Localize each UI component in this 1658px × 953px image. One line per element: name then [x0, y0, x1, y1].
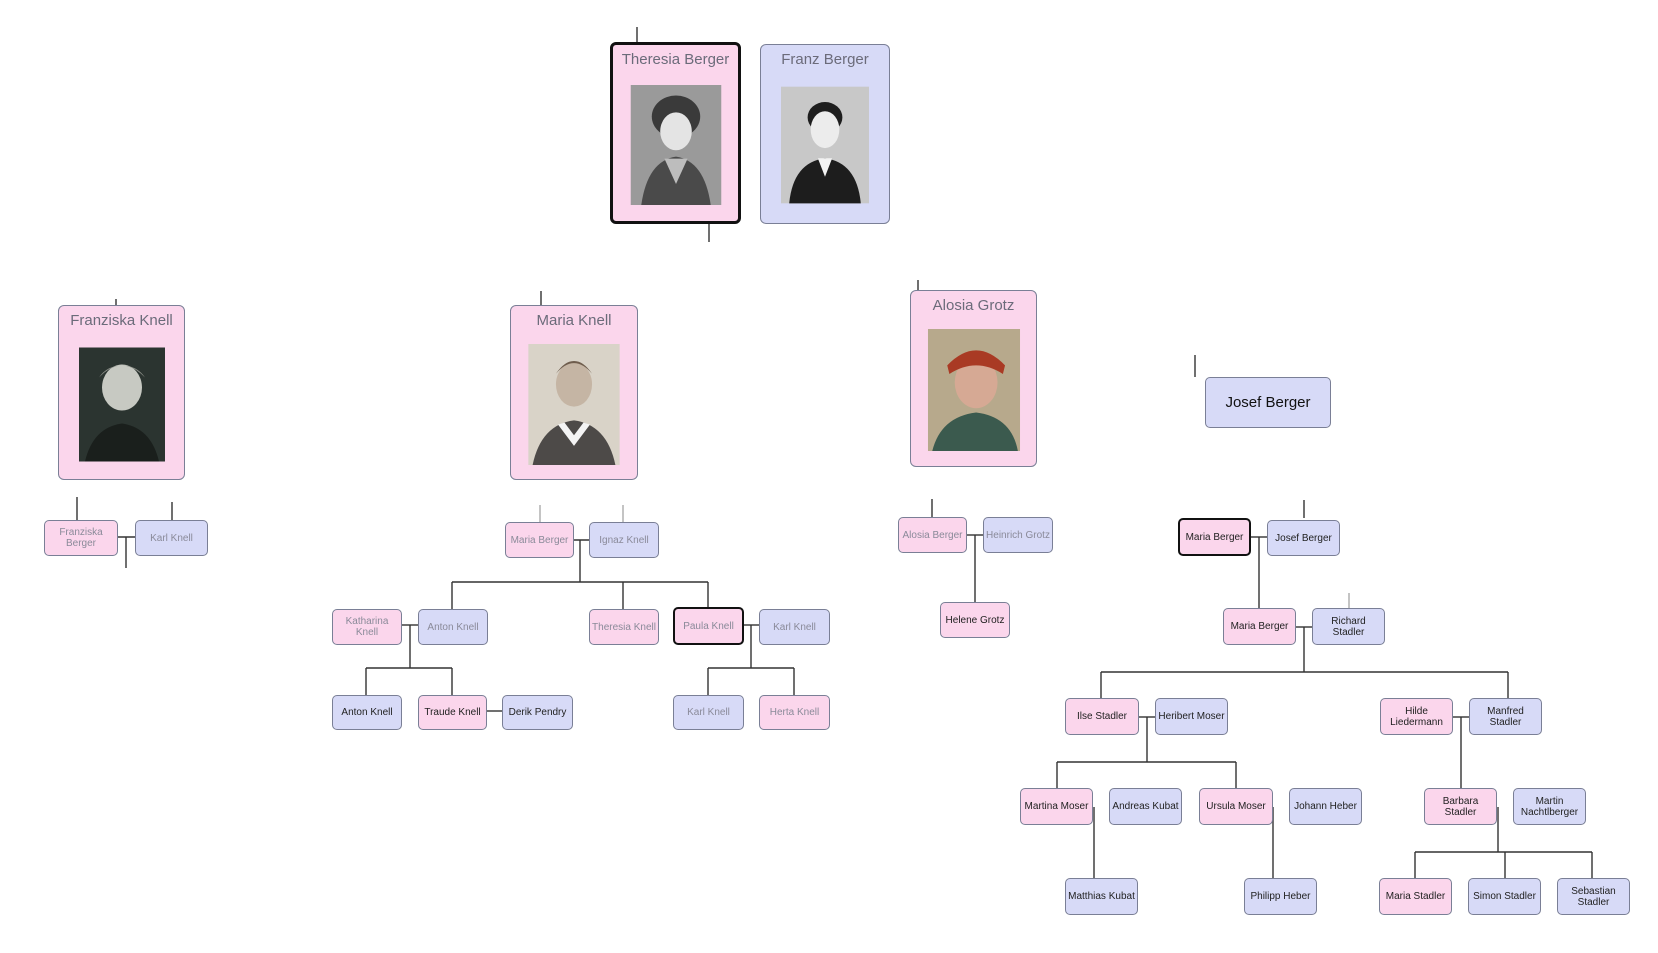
- person-hilde-liedermann[interactable]: Hilde Liedermann: [1380, 698, 1453, 735]
- person-ignaz-knell[interactable]: Ignaz Knell: [589, 522, 659, 558]
- person-helene-grotz[interactable]: Helene Grotz: [940, 602, 1010, 638]
- person-name: Philipp Heber: [1250, 891, 1311, 902]
- person-philipp-heber[interactable]: Philipp Heber: [1244, 878, 1317, 915]
- person-name: Anton Knell: [341, 707, 393, 718]
- person-name: Manfred Stadler: [1487, 705, 1524, 728]
- person-name: Karl Knell: [150, 532, 193, 544]
- person-name: Matthias Kubat: [1068, 891, 1135, 902]
- person-name: Sebastian Stadler: [1571, 885, 1616, 908]
- person-name: Karl Knell: [773, 621, 816, 633]
- portrait-photo: [927, 329, 1020, 451]
- person-name: Paula Knell: [683, 620, 734, 632]
- person-theresia-knell[interactable]: Theresia Knell: [589, 609, 659, 645]
- person-name: Ursula Moser: [1206, 801, 1266, 812]
- person-name: Traude Knell: [424, 707, 481, 718]
- person-ilse-stadler[interactable]: Ilse Stadler: [1065, 698, 1139, 735]
- person-anton-knell[interactable]: Anton Knell: [332, 695, 402, 730]
- person-martin-nachtlberger[interactable]: Martin Nachtlberger: [1513, 788, 1586, 825]
- person-name: Alosia Berger: [902, 529, 963, 541]
- person-heribert-moser[interactable]: Heribert Moser: [1155, 698, 1228, 735]
- person-johann-heber[interactable]: Johann Heber: [1289, 788, 1362, 825]
- person-maria-stadler[interactable]: Maria Stadler: [1379, 878, 1452, 915]
- person-name: Theresia Berger: [621, 51, 730, 68]
- person-josef-berger[interactable]: Josef Berger: [1267, 520, 1340, 556]
- person-alosia-berger[interactable]: Alosia Berger: [898, 517, 967, 553]
- person-name: Herta Knell: [769, 707, 820, 718]
- person-name: Heinrich Grotz: [986, 529, 1050, 541]
- person-name: Derik Pendry: [508, 707, 567, 718]
- person-richard-stadler[interactable]: Richard Stadler: [1312, 608, 1385, 645]
- person-maria-knell[interactable]: Maria Knell: [510, 305, 638, 480]
- person-name: Franz Berger: [781, 51, 869, 68]
- person-sebastian-stadler[interactable]: Sebastian Stadler: [1557, 878, 1630, 915]
- person-maria-berger[interactable]: Maria Berger: [1223, 608, 1296, 645]
- person-name: Hilde Liedermann: [1390, 705, 1443, 728]
- portrait-photo: [630, 85, 721, 205]
- person-name: Johann Heber: [1294, 801, 1357, 812]
- person-name: Maria Stadler: [1385, 891, 1446, 902]
- person-name: Barbara Stadler: [1442, 795, 1479, 818]
- person-franziska-knell[interactable]: Franziska Knell: [58, 305, 185, 480]
- person-name: Alosia Grotz: [932, 297, 1015, 314]
- person-matthias-kubat[interactable]: Matthias Kubat: [1065, 878, 1138, 915]
- person-herta-knell[interactable]: Herta Knell: [759, 695, 830, 730]
- person-karl-knell[interactable]: Karl Knell: [135, 520, 208, 556]
- person-name: Franziska Knell: [70, 312, 173, 329]
- person-name: Karl Knell: [687, 707, 730, 718]
- portrait-photo: [781, 86, 869, 204]
- person-maria-berger[interactable]: Maria Berger: [505, 522, 574, 558]
- person-name: Ignaz Knell: [599, 534, 649, 546]
- portrait-photo: [78, 347, 165, 462]
- person-simon-stadler[interactable]: Simon Stadler: [1468, 878, 1541, 915]
- person-theresia-berger[interactable]: Theresia Berger: [610, 42, 741, 224]
- person-name: Richard Stadler: [1331, 615, 1366, 638]
- person-name: Josef Berger: [1225, 393, 1311, 411]
- person-martina-moser[interactable]: Martina Moser: [1020, 788, 1093, 825]
- person-ursula-moser[interactable]: Ursula Moser: [1199, 788, 1273, 825]
- person-name: Simon Stadler: [1473, 891, 1536, 902]
- portrait-photo: [528, 344, 620, 465]
- person-manfred-stadler[interactable]: Manfred Stadler: [1469, 698, 1542, 735]
- person-name: Martin Nachtlberger: [1520, 795, 1579, 818]
- person-katharina-knell[interactable]: Katharina Knell: [332, 609, 402, 645]
- person-traude-knell[interactable]: Traude Knell: [418, 695, 487, 730]
- person-karl-knell[interactable]: Karl Knell: [759, 609, 830, 645]
- person-heinrich-grotz[interactable]: Heinrich Grotz: [983, 517, 1053, 553]
- person-maria-berger[interactable]: Maria Berger: [1178, 518, 1251, 556]
- person-name: Anton Knell: [427, 621, 479, 633]
- person-name: Maria Berger: [510, 534, 569, 546]
- person-name: Maria Berger: [1185, 531, 1244, 543]
- person-name: Andreas Kubat: [1112, 801, 1179, 812]
- person-name: Maria Knell: [536, 312, 612, 329]
- person-franziska-berger[interactable]: Franziska Berger: [44, 520, 118, 556]
- person-name: Helene Grotz: [945, 614, 1005, 626]
- person-name: Franziska Berger: [59, 527, 103, 549]
- person-name: Katharina Knell: [345, 616, 389, 638]
- person-paula-knell[interactable]: Paula Knell: [673, 607, 744, 645]
- person-name: Heribert Moser: [1158, 711, 1225, 722]
- person-josef-berger[interactable]: Josef Berger: [1205, 377, 1331, 428]
- person-andreas-kubat[interactable]: Andreas Kubat: [1109, 788, 1182, 825]
- person-derik-pendry[interactable]: Derik Pendry: [502, 695, 573, 730]
- person-alosia-grotz[interactable]: Alosia Grotz: [910, 290, 1037, 467]
- person-name: Theresia Knell: [592, 621, 656, 633]
- person-barbara-stadler[interactable]: Barbara Stadler: [1424, 788, 1497, 825]
- person-anton-knell[interactable]: Anton Knell: [418, 609, 488, 645]
- person-name: Maria Berger: [1230, 621, 1289, 632]
- person-name: Ilse Stadler: [1076, 711, 1128, 722]
- person-name: Josef Berger: [1275, 532, 1332, 544]
- person-karl-knell[interactable]: Karl Knell: [673, 695, 744, 730]
- person-franz-berger[interactable]: Franz Berger: [760, 44, 890, 224]
- person-name: Martina Moser: [1024, 801, 1089, 812]
